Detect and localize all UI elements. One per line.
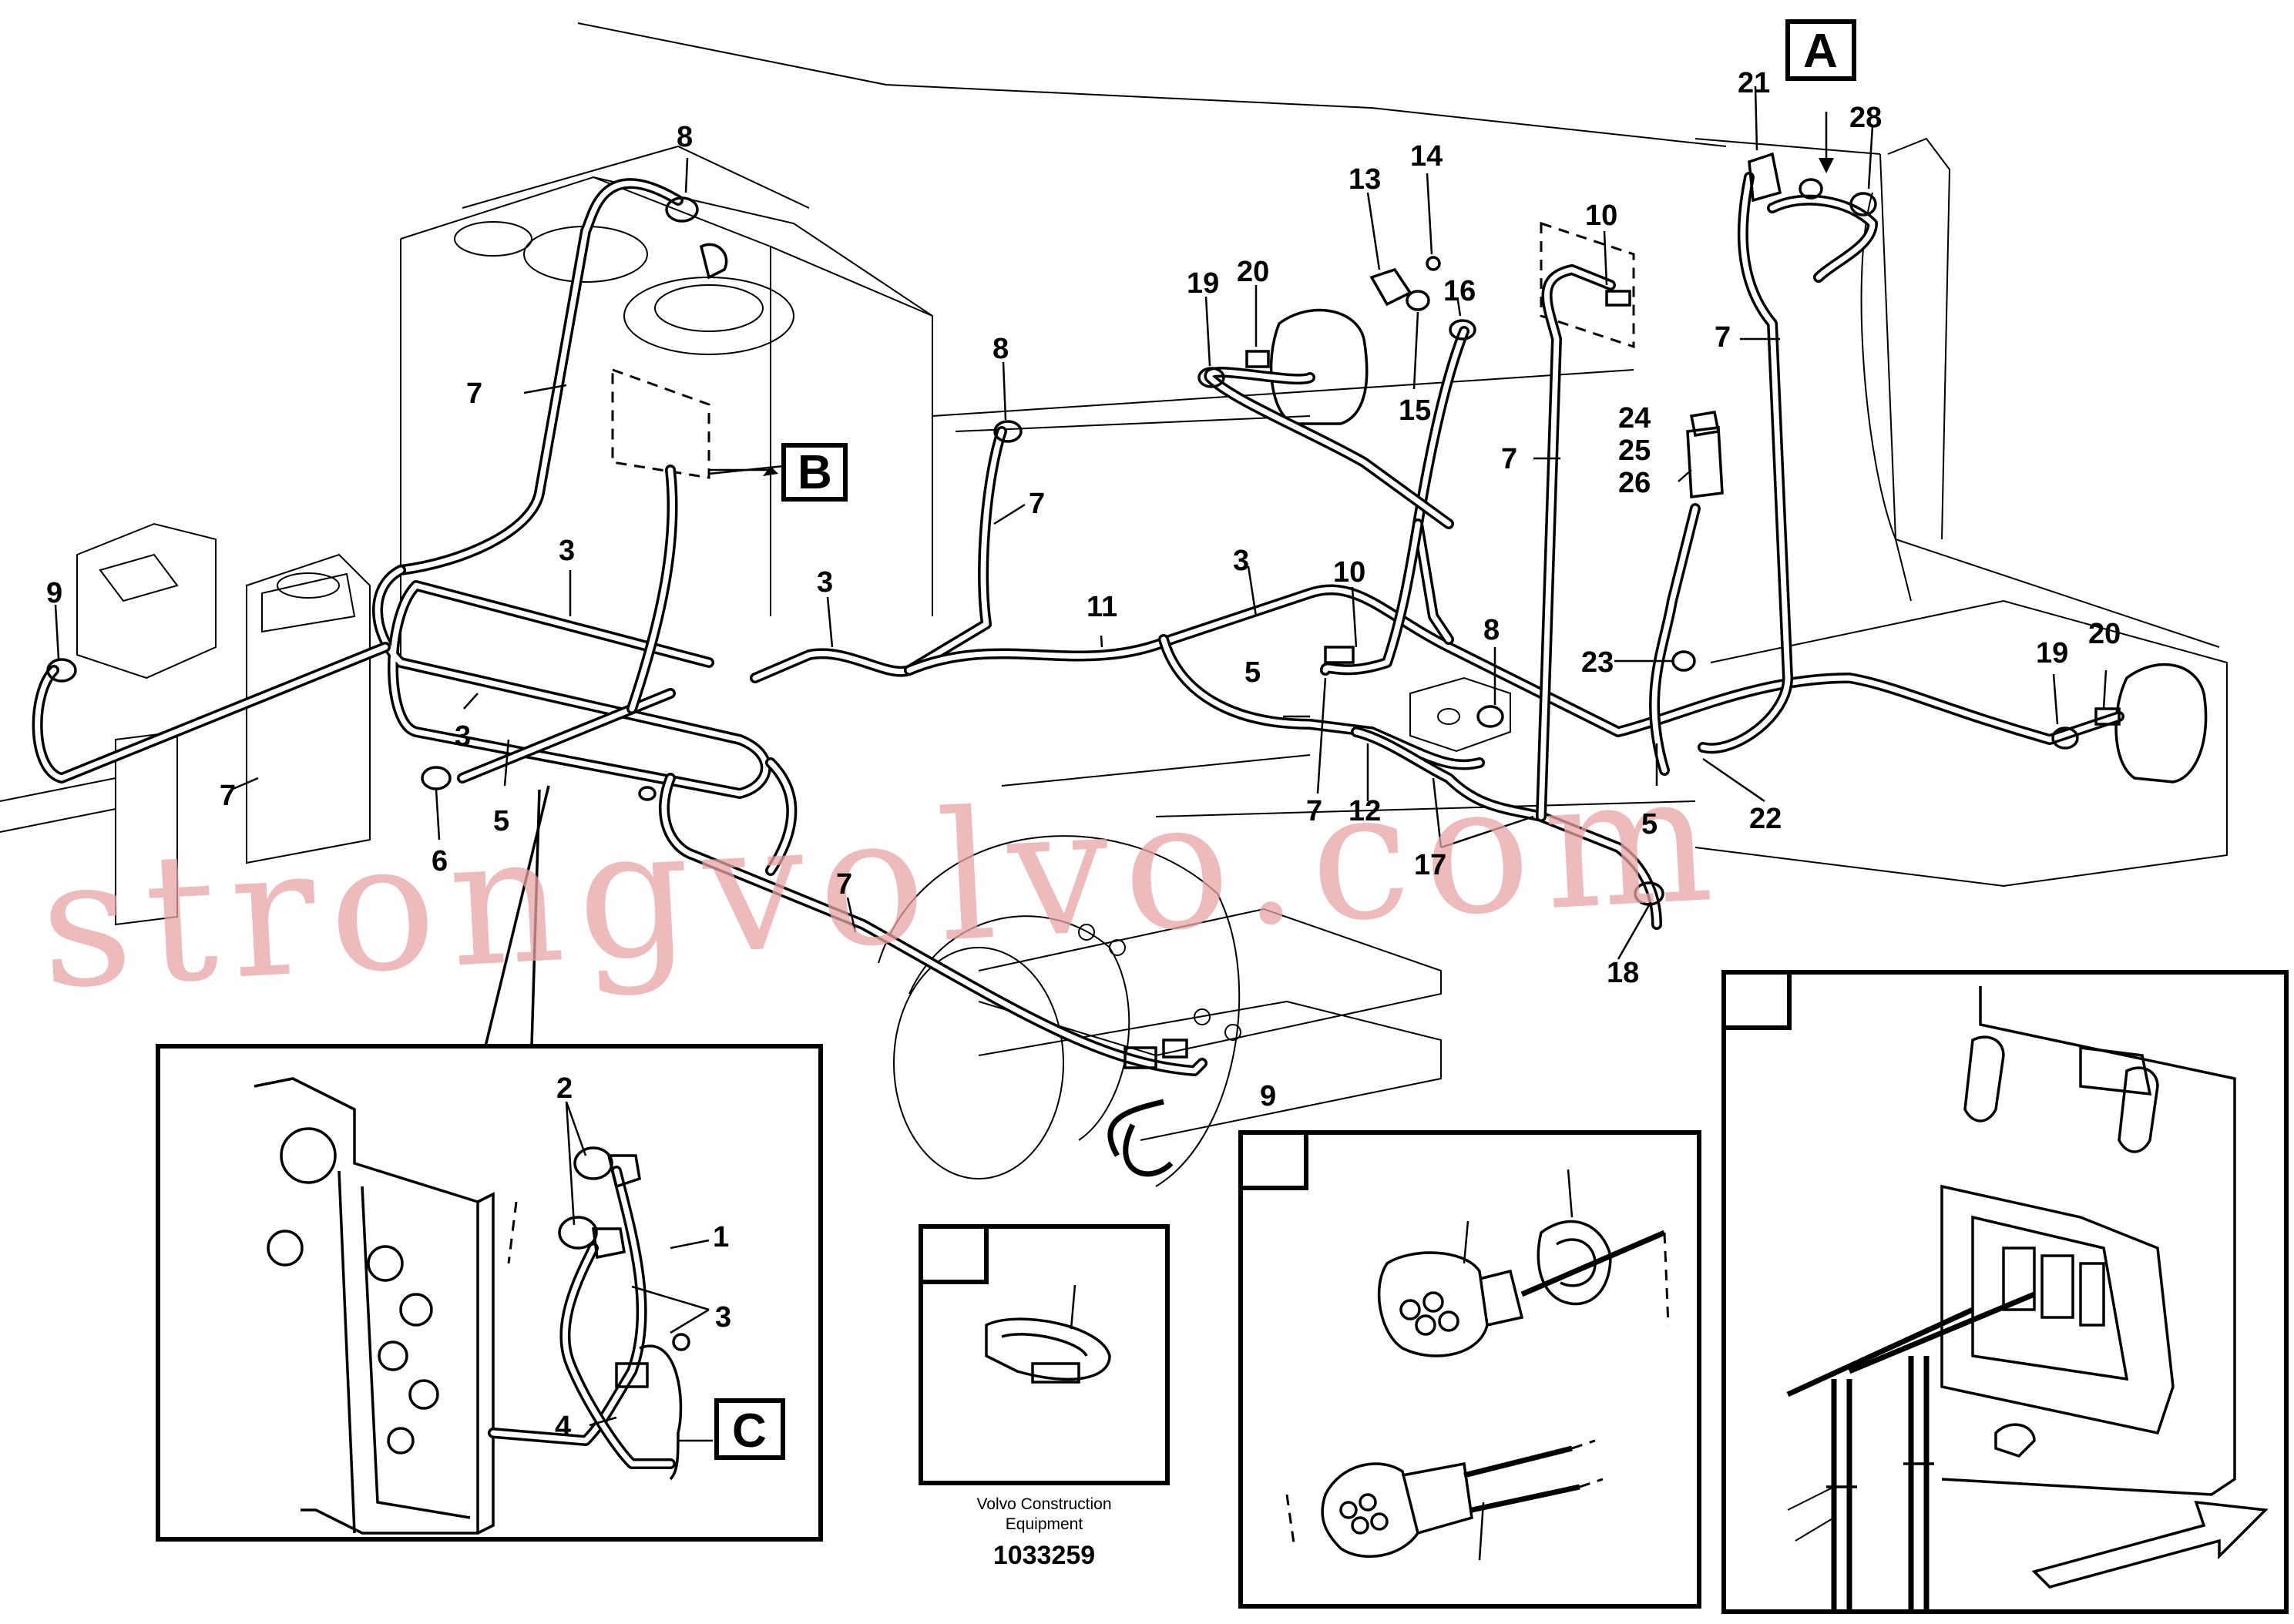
- label-13: 13: [1349, 163, 1381, 196]
- label-22: 22: [1749, 803, 1782, 835]
- label-15: 15: [1399, 394, 1431, 427]
- label-26: 26: [1618, 467, 1651, 499]
- label-3: 3: [1233, 545, 1249, 577]
- label-17: 17: [1414, 849, 1446, 881]
- reference-box-b[interactable]: B: [781, 443, 848, 502]
- label-7: 7: [466, 377, 482, 410]
- label-21: 21: [1738, 67, 1770, 99]
- label-5: 5: [493, 805, 509, 837]
- label-11: 11: [1087, 591, 1117, 623]
- wire-harness: [32, 172, 2124, 1177]
- label-9: 9: [1260, 1080, 1276, 1112]
- label-19: 19: [2036, 637, 2068, 669]
- company-line-1: Volvo Construction: [976, 1495, 1111, 1513]
- label-6: 6: [432, 845, 448, 877]
- label-3: 3: [817, 566, 833, 599]
- connectors: [46, 152, 2121, 1069]
- reference-box-a[interactable]: A: [1785, 19, 1856, 81]
- footer-block: Volvo Construction Equipment 1033259: [976, 1495, 1111, 1570]
- label-3: 3: [559, 535, 575, 567]
- label-19: 19: [1187, 267, 1219, 300]
- label-18: 18: [1607, 957, 1639, 989]
- label-3: 3: [715, 1301, 731, 1334]
- inset-view: 2 1 3 4: [156, 1044, 823, 1542]
- machine-outline: [0, 22, 2228, 1187]
- label-8: 8: [992, 333, 1009, 365]
- label-7: 7: [220, 780, 236, 812]
- label-12: 12: [1349, 795, 1381, 827]
- label-8: 8: [1483, 614, 1500, 646]
- label-20: 20: [1237, 256, 1269, 288]
- label-24: 24: [1618, 402, 1651, 435]
- part-labels: 8 7 3 9 7 3 5 6 8 7 3 11 3 10 5 7 12 8 1…: [46, 67, 2121, 1112]
- detail-c-panel: [919, 1224, 1170, 1485]
- label-8: 8: [677, 121, 693, 153]
- label-5: 5: [1244, 656, 1261, 689]
- label-4: 4: [555, 1411, 571, 1443]
- reference-letter-a: A: [1803, 25, 1838, 78]
- label-25: 25: [1618, 435, 1651, 467]
- company-line-2: Equipment: [1006, 1515, 1083, 1533]
- label-10: 10: [1585, 200, 1617, 232]
- label-2: 2: [556, 1072, 573, 1105]
- reference-letter-b: B: [798, 446, 832, 499]
- detail-a-panel: [1238, 1130, 1701, 1609]
- leader-lines: [54, 86, 2108, 960]
- label-7: 7: [1715, 321, 1731, 354]
- label-1: 1: [713, 1221, 729, 1253]
- watermark-text: strongvolvo.com: [35, 735, 1731, 1028]
- label-9: 9: [46, 577, 62, 609]
- label-10: 10: [1333, 556, 1365, 589]
- label-7: 7: [1029, 488, 1045, 520]
- label-7: 7: [1501, 443, 1517, 475]
- reference-box-c[interactable]: C: [714, 1398, 785, 1460]
- label-14: 14: [1410, 140, 1443, 173]
- label-16: 16: [1443, 275, 1476, 307]
- label-3: 3: [455, 720, 471, 753]
- label-28: 28: [1849, 102, 1882, 134]
- label-7: 7: [1306, 795, 1322, 827]
- detail-b-panel: [1721, 970, 2289, 1614]
- label-7: 7: [836, 868, 852, 901]
- label-20: 20: [2088, 618, 2121, 650]
- label-5: 5: [1641, 808, 1658, 841]
- label-23: 23: [1581, 646, 1614, 679]
- reference-letter-c: C: [732, 1404, 767, 1458]
- drawing-number: 1033259: [993, 1541, 1095, 1570]
